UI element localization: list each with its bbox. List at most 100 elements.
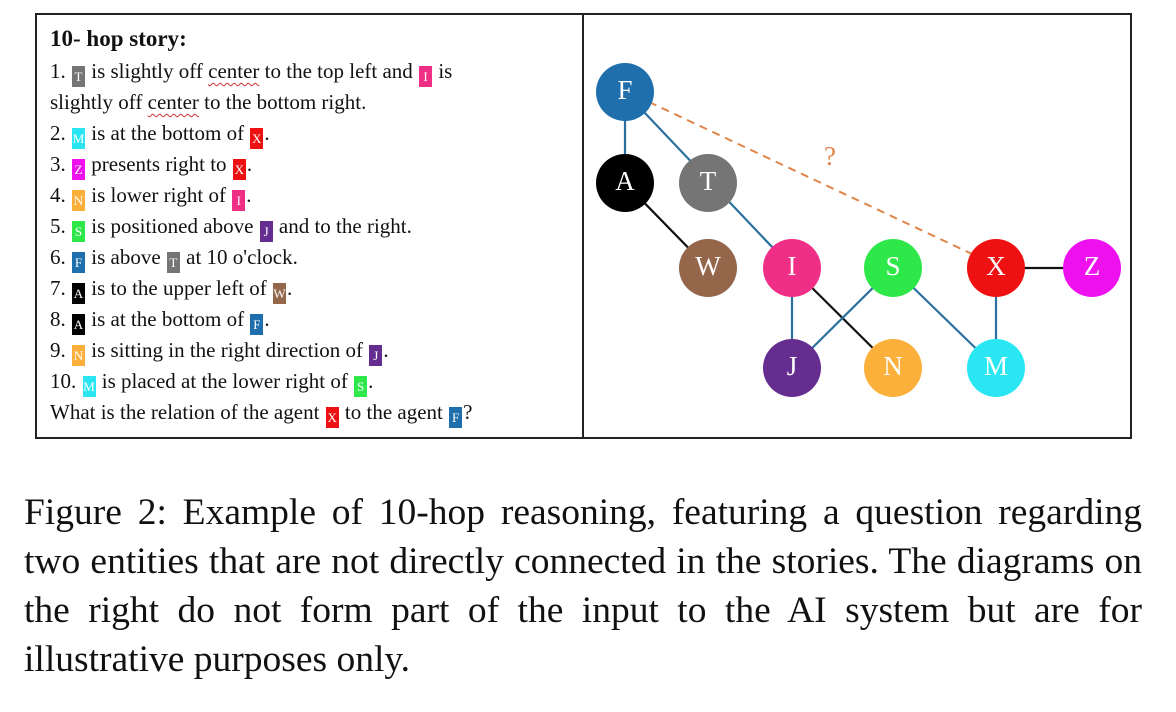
story-text: is to the upper left of: [86, 275, 273, 300]
node-circle-x: [967, 239, 1025, 297]
story-line: 9. N is sitting in the right direction o…: [50, 335, 575, 366]
node-label-w: W: [695, 251, 721, 281]
story-line: slightly off center to the bottom right.: [50, 87, 575, 118]
question-edge-group: ?: [648, 101, 973, 255]
story-line: 4. N is lower right of I.: [50, 180, 575, 211]
entity-marker-x: X: [325, 406, 339, 428]
node-circle-m: [967, 339, 1025, 397]
node-circle-j: [763, 339, 821, 397]
entity-marker-z: Z: [72, 158, 85, 180]
node-x: X: [967, 239, 1025, 297]
node-label-s: S: [885, 251, 900, 281]
story-text: is at the bottom of: [86, 306, 250, 331]
node-label-j: J: [787, 351, 798, 381]
node-circle-s: [864, 239, 922, 297]
story-line: 5. S is positioned above J and to the ri…: [50, 211, 575, 242]
node-n: N: [864, 339, 922, 397]
entity-marker-t: T: [166, 251, 180, 273]
story-text: .: [246, 182, 252, 207]
story-text: .: [287, 275, 293, 300]
node-label-t: T: [700, 166, 717, 196]
story-text: 6.: [50, 244, 71, 269]
story-text: presents right to: [86, 151, 232, 176]
entity-marker-x: X: [232, 158, 246, 180]
story-text: .: [383, 337, 389, 362]
entity-marker-i: I: [419, 66, 433, 87]
story-text: 5.: [50, 213, 71, 238]
story-text: 9.: [50, 337, 71, 362]
story-line: 1. T is slightly off center to the top l…: [50, 56, 575, 87]
story-text: ?: [463, 399, 473, 424]
story-line: 7. A is to the upper left of W.: [50, 273, 575, 304]
node-label-x: X: [986, 251, 1006, 281]
node-f: F: [596, 63, 654, 121]
node-t: T: [679, 154, 737, 212]
figure-caption: Figure 2: Example of 10-hop reasoning, f…: [24, 492, 1142, 680]
question-edge-f-x: [648, 101, 973, 255]
story-text: 4.: [50, 182, 71, 207]
node-circle-z: [1063, 239, 1121, 297]
node-label-a: A: [615, 166, 635, 196]
story-text: is lower right of: [86, 182, 232, 207]
story-text: 7.: [50, 275, 71, 300]
entity-marker-t: T: [72, 66, 85, 87]
node-circle-w: [679, 239, 737, 297]
node-label-z: Z: [1084, 251, 1101, 281]
node-label-f: F: [617, 75, 632, 105]
entity-marker-j: J: [369, 344, 383, 366]
graph-nodes: F A T W I S X Z J N M: [596, 63, 1121, 397]
node-s: S: [864, 239, 922, 297]
story-text: is above: [86, 244, 166, 269]
node-label-m: M: [984, 351, 1008, 381]
panel-divider: [582, 13, 584, 439]
entity-marker-a: A: [72, 313, 85, 335]
story-text: at 10 o'clock.: [180, 244, 298, 269]
entity-marker-n: N: [72, 189, 85, 211]
story-line: 2. M is at the bottom of X.: [50, 118, 575, 149]
entity-marker-s: S: [354, 375, 368, 397]
entity-marker-a: A: [72, 282, 85, 304]
story-text: is sitting in the right direction of: [86, 337, 369, 362]
story-text: is slightly off: [86, 59, 209, 83]
entity-marker-i: I: [232, 189, 246, 211]
story-text: .: [368, 368, 374, 393]
story-title: 10- hop story:: [50, 26, 187, 51]
graph-edges: [623, 91, 1092, 369]
story-text: is placed at the lower right of: [96, 368, 354, 393]
node-i: I: [763, 239, 821, 297]
entity-marker-w: W: [273, 282, 287, 304]
entity-marker-f: F: [449, 406, 463, 428]
node-j: J: [763, 339, 821, 397]
story-text: to the agent: [339, 399, 449, 424]
story-text: 1.: [50, 59, 71, 83]
entity-marker-m: M: [82, 375, 96, 397]
story-text: is positioned above: [86, 213, 259, 238]
story-text: is at the bottom of: [86, 120, 250, 145]
node-w: W: [679, 239, 737, 297]
story-text: and to the right.: [273, 213, 412, 238]
node-circle-f: [596, 63, 654, 121]
node-circle-t: [679, 154, 737, 212]
node-label-n: N: [883, 351, 903, 381]
story-text: to the bottom right.: [198, 90, 367, 114]
story-text: .: [264, 120, 270, 145]
spellcheck-word: center: [147, 90, 199, 114]
story-line: 10. M is placed at the lower right of S.: [50, 366, 575, 397]
story-line: What is the relation of the agent X to t…: [50, 397, 575, 428]
node-label-i: I: [788, 251, 797, 281]
node-circle-a: [596, 154, 654, 212]
node-circle-n: [864, 339, 922, 397]
entity-marker-x: X: [250, 127, 264, 149]
node-a: A: [596, 154, 654, 212]
question-mark-label: ?: [824, 141, 836, 171]
story-line: 3. Z presents right to X.: [50, 149, 575, 180]
story-line: 6. F is above T at 10 o'clock.: [50, 242, 575, 273]
entity-marker-f: F: [72, 251, 85, 273]
story-text: 10.: [50, 368, 82, 393]
story-text: 8.: [50, 306, 71, 331]
entity-marker-f: F: [250, 313, 264, 335]
story-lines: 1. T is slightly off center to the top l…: [50, 56, 575, 428]
entity-marker-j: J: [259, 220, 273, 242]
node-circle-i: [763, 239, 821, 297]
story-line: 8. A is at the bottom of F.: [50, 304, 575, 335]
